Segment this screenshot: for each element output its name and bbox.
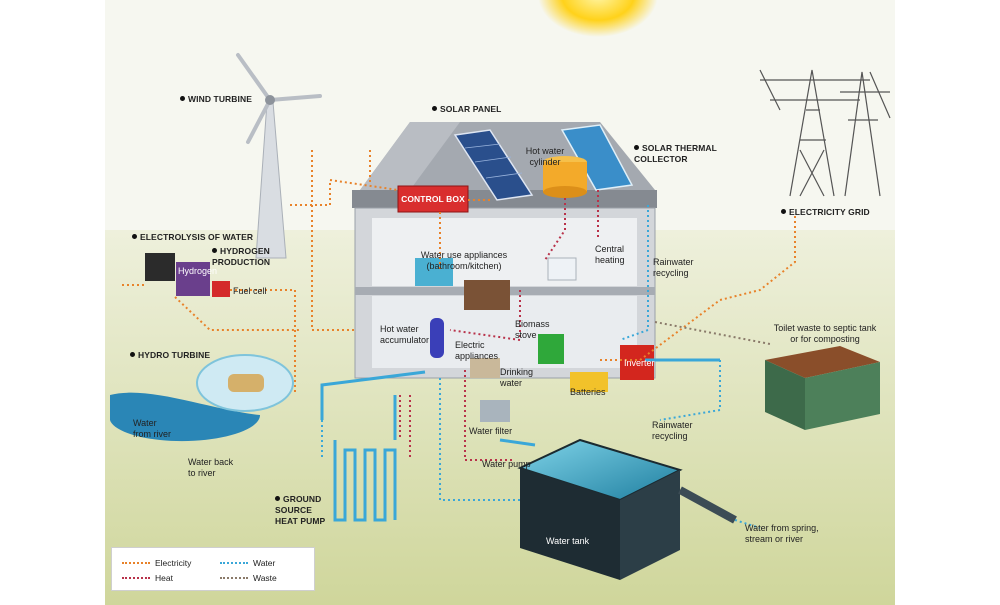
label-solar-thermal-collector: SOLAR THERMAL COLLECTOR (634, 143, 717, 164)
label-hot-water-cylinder: Hot water cylinder (525, 146, 565, 167)
label-water-from-river: Water from river (133, 418, 171, 439)
legend-swatch-electricity (122, 562, 150, 564)
legend-swatch-heat (122, 577, 150, 579)
electricity-flows (122, 150, 796, 392)
label-control-box: CONTROL BOX (401, 194, 465, 204)
septic-tank-icon (765, 346, 880, 430)
label-fuel-cell: Fuel cell (233, 286, 267, 296)
hydrogen-production-icon (145, 253, 230, 297)
label-water-use-appliances: Water use appliances (bathroom/kitchen) (420, 250, 508, 271)
label-toilet-waste: Toilet waste to septic tank or for compo… (773, 323, 877, 344)
legend-swatch-water (220, 562, 248, 564)
legend: Electricity Heat Water Waste (111, 547, 315, 591)
label-central-heating: Central heating (595, 244, 625, 265)
hydro-turbine-icon (110, 354, 294, 442)
label-electric-appliances: Electric appliances (455, 340, 499, 361)
label-biomass-stove: Biomass stove (515, 319, 550, 340)
water-flows (321, 205, 761, 529)
label-hydro-turbine: HYDRO TURBINE (130, 350, 210, 361)
label-inverter: Inverter (624, 358, 655, 368)
label-water-filter: Water filter (469, 426, 513, 436)
label-solar-panel: SOLAR PANEL (432, 104, 501, 115)
house (352, 122, 657, 422)
label-water-pump: Water pump (482, 459, 531, 469)
ground-source-coil (333, 440, 397, 522)
label-drinking-water: Drinking water (500, 367, 534, 388)
label-water-tank: Water tank (546, 536, 590, 546)
label-electricity-grid: ELECTRICITY GRID (781, 207, 870, 218)
heat-flows (399, 190, 599, 461)
legend-item-heat: Heat (122, 573, 173, 583)
legend-item-waste: Waste (220, 573, 277, 583)
label-water-back-to-river: Water back to river (188, 457, 234, 478)
wind-turbine-icon (236, 53, 322, 259)
label-hydrogen: Hydrogen (178, 266, 218, 276)
sun (538, 0, 658, 37)
legend-swatch-waste (220, 577, 248, 579)
label-rainwater-recycling-bottom: Rainwater recycling (652, 420, 693, 441)
label-hot-water-accumulator: Hot water accumulator (380, 324, 430, 345)
label-wind-turbine: WIND TURBINE (180, 94, 252, 105)
label-electrolysis: ELECTROLYSIS OF WATER (132, 232, 253, 243)
water-pipes (320, 358, 720, 447)
electricity-pylon-icon (759, 69, 891, 197)
legend-item-electricity: Electricity (122, 558, 191, 568)
legend-item-water: Water (220, 558, 275, 568)
label-rainwater-recycling-top: Rainwater recycling (653, 257, 694, 278)
water-tank-icon (517, 438, 683, 580)
label-hydrogen-production: HYDROGEN PRODUCTION (212, 246, 271, 267)
label-ground-source-heat-pump: GROUND SOURCE HEAT PUMP (275, 494, 326, 526)
label-batteries: Batteries (570, 387, 606, 397)
outflow-pipe (678, 486, 737, 524)
label-water-from-spring: Water from spring, stream or river (745, 523, 819, 544)
